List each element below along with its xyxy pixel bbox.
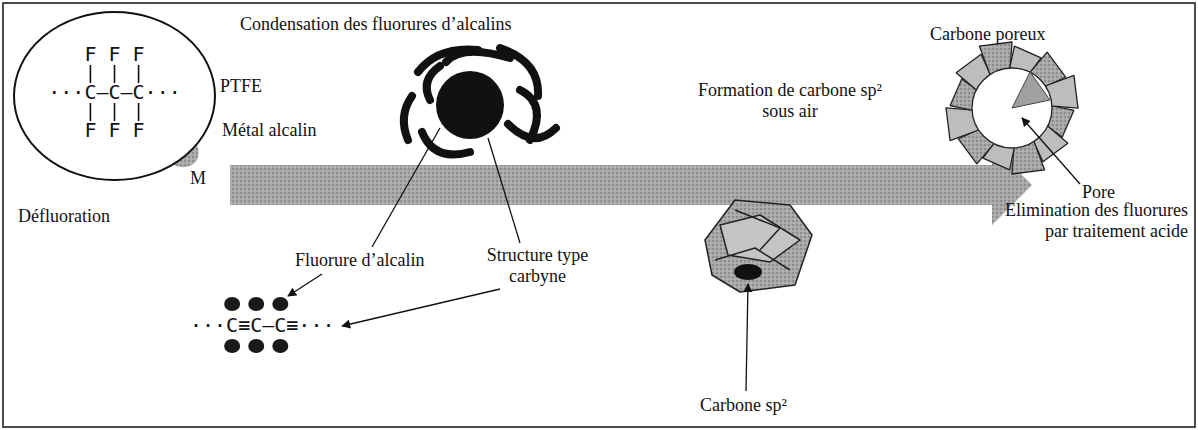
formula-row: ···C–C–C··· — [48, 82, 180, 102]
fluoride-dot — [248, 297, 264, 311]
bond-line — [90, 103, 92, 121]
part-label: Fluorure d’alcalin — [295, 250, 424, 271]
formula-row: F F F — [84, 44, 144, 64]
carbyne-blob — [404, 48, 556, 155]
pore-wedge — [1012, 72, 1050, 108]
caption-text: Condensation des fluorures d’alcalins — [240, 14, 511, 35]
step-label: Défluoration — [18, 206, 110, 227]
leader-lines — [288, 118, 1080, 391]
bond-line — [138, 103, 140, 121]
part-label: Carbone poreux — [930, 24, 1045, 45]
fluoride-dot — [248, 339, 264, 353]
formula-row: F F F — [84, 120, 144, 140]
metal-symbol: M — [190, 168, 206, 189]
bond-line — [114, 65, 116, 83]
sp2-carbon-sheet — [705, 200, 812, 292]
fluoride-dot — [224, 297, 240, 311]
step-label: Elimination des fluorures par traitement… — [986, 200, 1188, 242]
fluoride-dot — [272, 339, 288, 353]
circle-outline — [14, 12, 215, 180]
material-label: PTFE — [220, 76, 262, 97]
part-label: Pore — [1082, 182, 1115, 203]
figure-frame — [3, 3, 1195, 427]
bond-line — [90, 65, 92, 83]
process-arrow — [230, 145, 1032, 225]
porous-carbon — [946, 42, 1078, 174]
material-label: Métal alcalin — [222, 120, 316, 141]
ptfe-circle: F F F ···C–C–C··· F F F — [12, 10, 217, 182]
bond-line — [114, 103, 116, 121]
step-label: Formation de carbone sp² sous air — [690, 80, 890, 122]
fluoride-dot — [224, 339, 240, 353]
part-label: Structure type carbyne — [460, 245, 615, 287]
part-label: Carbone sp² — [700, 395, 787, 416]
fluoride-dot — [272, 297, 288, 311]
pore-circle — [972, 68, 1052, 148]
bond-line — [138, 65, 140, 83]
carbyne-formula: ···C≡C–C≡··· — [190, 313, 335, 337]
